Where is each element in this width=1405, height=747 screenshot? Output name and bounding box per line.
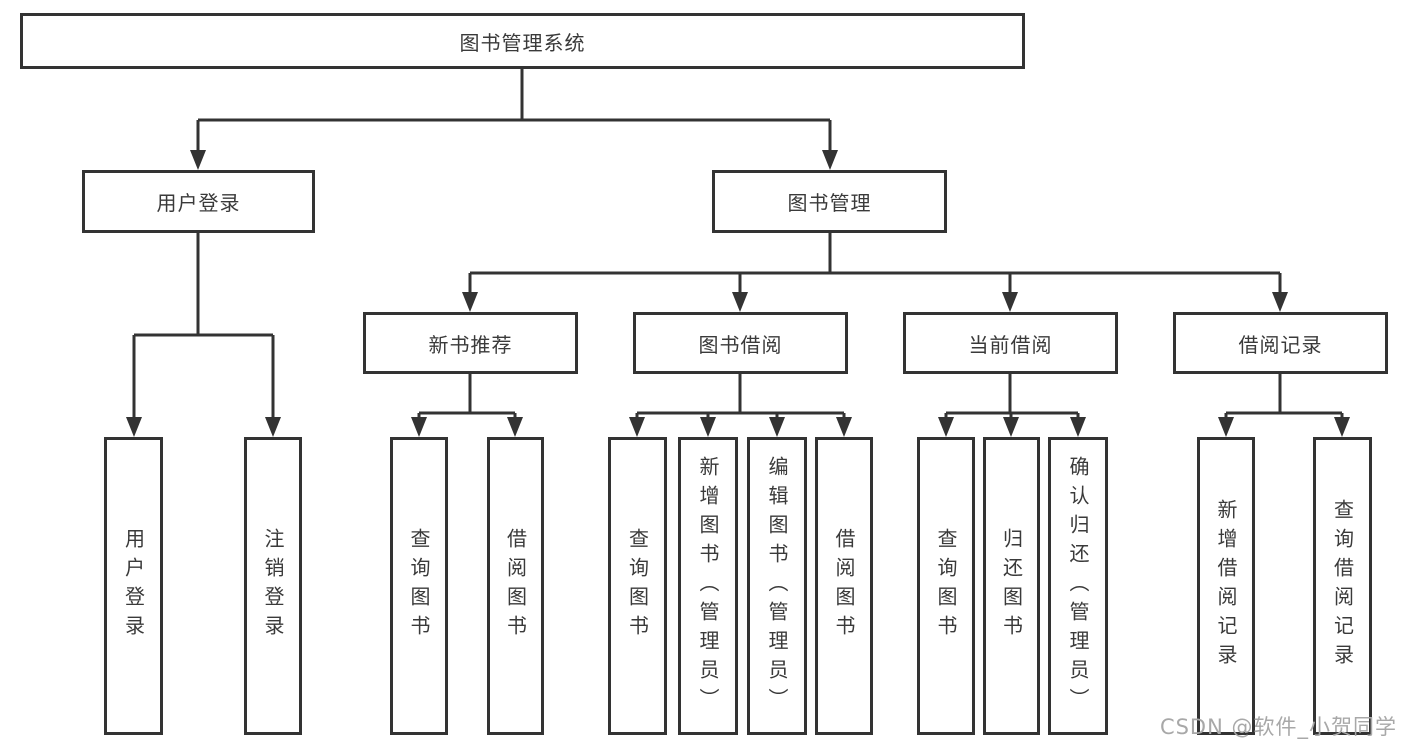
leaf-bb-add-books-admin: 新增图书（管理员） [678, 437, 738, 735]
leaf-user-login-label: 用户登录 [121, 528, 146, 644]
node-root: 图书管理系统 [20, 13, 1025, 69]
leaf-br-query-record: 查询借阅记录 [1313, 437, 1372, 735]
leaf-cb-confirm-return-admin-label: 确认归还（管理员） [1066, 455, 1090, 717]
node-current-borrow-label: 当前借阅 [968, 332, 1053, 357]
leaf-bb-borrow-books-label: 借阅图书 [832, 528, 856, 644]
leaf-bb-add-books-admin-label: 新增图书（管理员） [696, 455, 720, 717]
leaf-cb-query-books: 查询图书 [917, 437, 975, 735]
node-current-borrow: 当前借阅 [903, 312, 1118, 374]
leaf-nbr-query-books: 查询图书 [390, 437, 448, 735]
leaf-br-add-record-label: 新增借阅记录 [1214, 499, 1238, 673]
leaf-user-login: 用户登录 [104, 437, 163, 735]
arrowheads [126, 150, 1350, 437]
connector-lines [132, 69, 1344, 421]
node-new-book-rec-label: 新书推荐 [428, 332, 513, 357]
node-borrow-records-label: 借阅记录 [1238, 332, 1323, 357]
node-root-label: 图书管理系统 [459, 30, 586, 55]
leaf-cb-query-books-label: 查询图书 [934, 528, 958, 644]
leaf-bb-edit-books-admin-label: 编辑图书（管理员） [765, 455, 789, 717]
leaf-nbr-borrow-books: 借阅图书 [487, 437, 544, 735]
node-user-login-label: 用户登录 [156, 191, 241, 215]
leaf-logout: 注销登录 [244, 437, 302, 735]
node-borrow-records: 借阅记录 [1173, 312, 1388, 374]
leaf-br-query-record-label: 查询借阅记录 [1330, 499, 1355, 673]
node-book-mgmt-label: 图书管理 [787, 191, 872, 215]
leaf-br-add-record: 新增借阅记录 [1197, 437, 1255, 735]
leaf-nbr-borrow-books-label: 借阅图书 [503, 528, 528, 644]
leaf-cb-return-books: 归还图书 [983, 437, 1040, 735]
leaf-cb-confirm-return-admin: 确认归还（管理员） [1048, 437, 1108, 735]
leaf-logout-label: 注销登录 [261, 528, 285, 644]
node-book-borrow: 图书借阅 [633, 312, 848, 374]
node-user-login: 用户登录 [82, 170, 315, 233]
leaf-bb-borrow-books: 借阅图书 [815, 437, 873, 735]
node-new-book-rec: 新书推荐 [363, 312, 578, 374]
node-book-borrow-label: 图书借阅 [698, 332, 783, 357]
csdn-watermark: CSDN @软件_小贺同学 [1159, 715, 1397, 739]
node-book-mgmt: 图书管理 [712, 170, 947, 233]
leaf-cb-return-books-label: 归还图书 [999, 528, 1024, 644]
leaf-bb-query-books: 查询图书 [608, 437, 667, 735]
leaf-bb-edit-books-admin: 编辑图书（管理员） [747, 437, 807, 735]
leaf-nbr-query-books-label: 查询图书 [407, 528, 431, 644]
leaf-bb-query-books-label: 查询图书 [625, 528, 650, 644]
